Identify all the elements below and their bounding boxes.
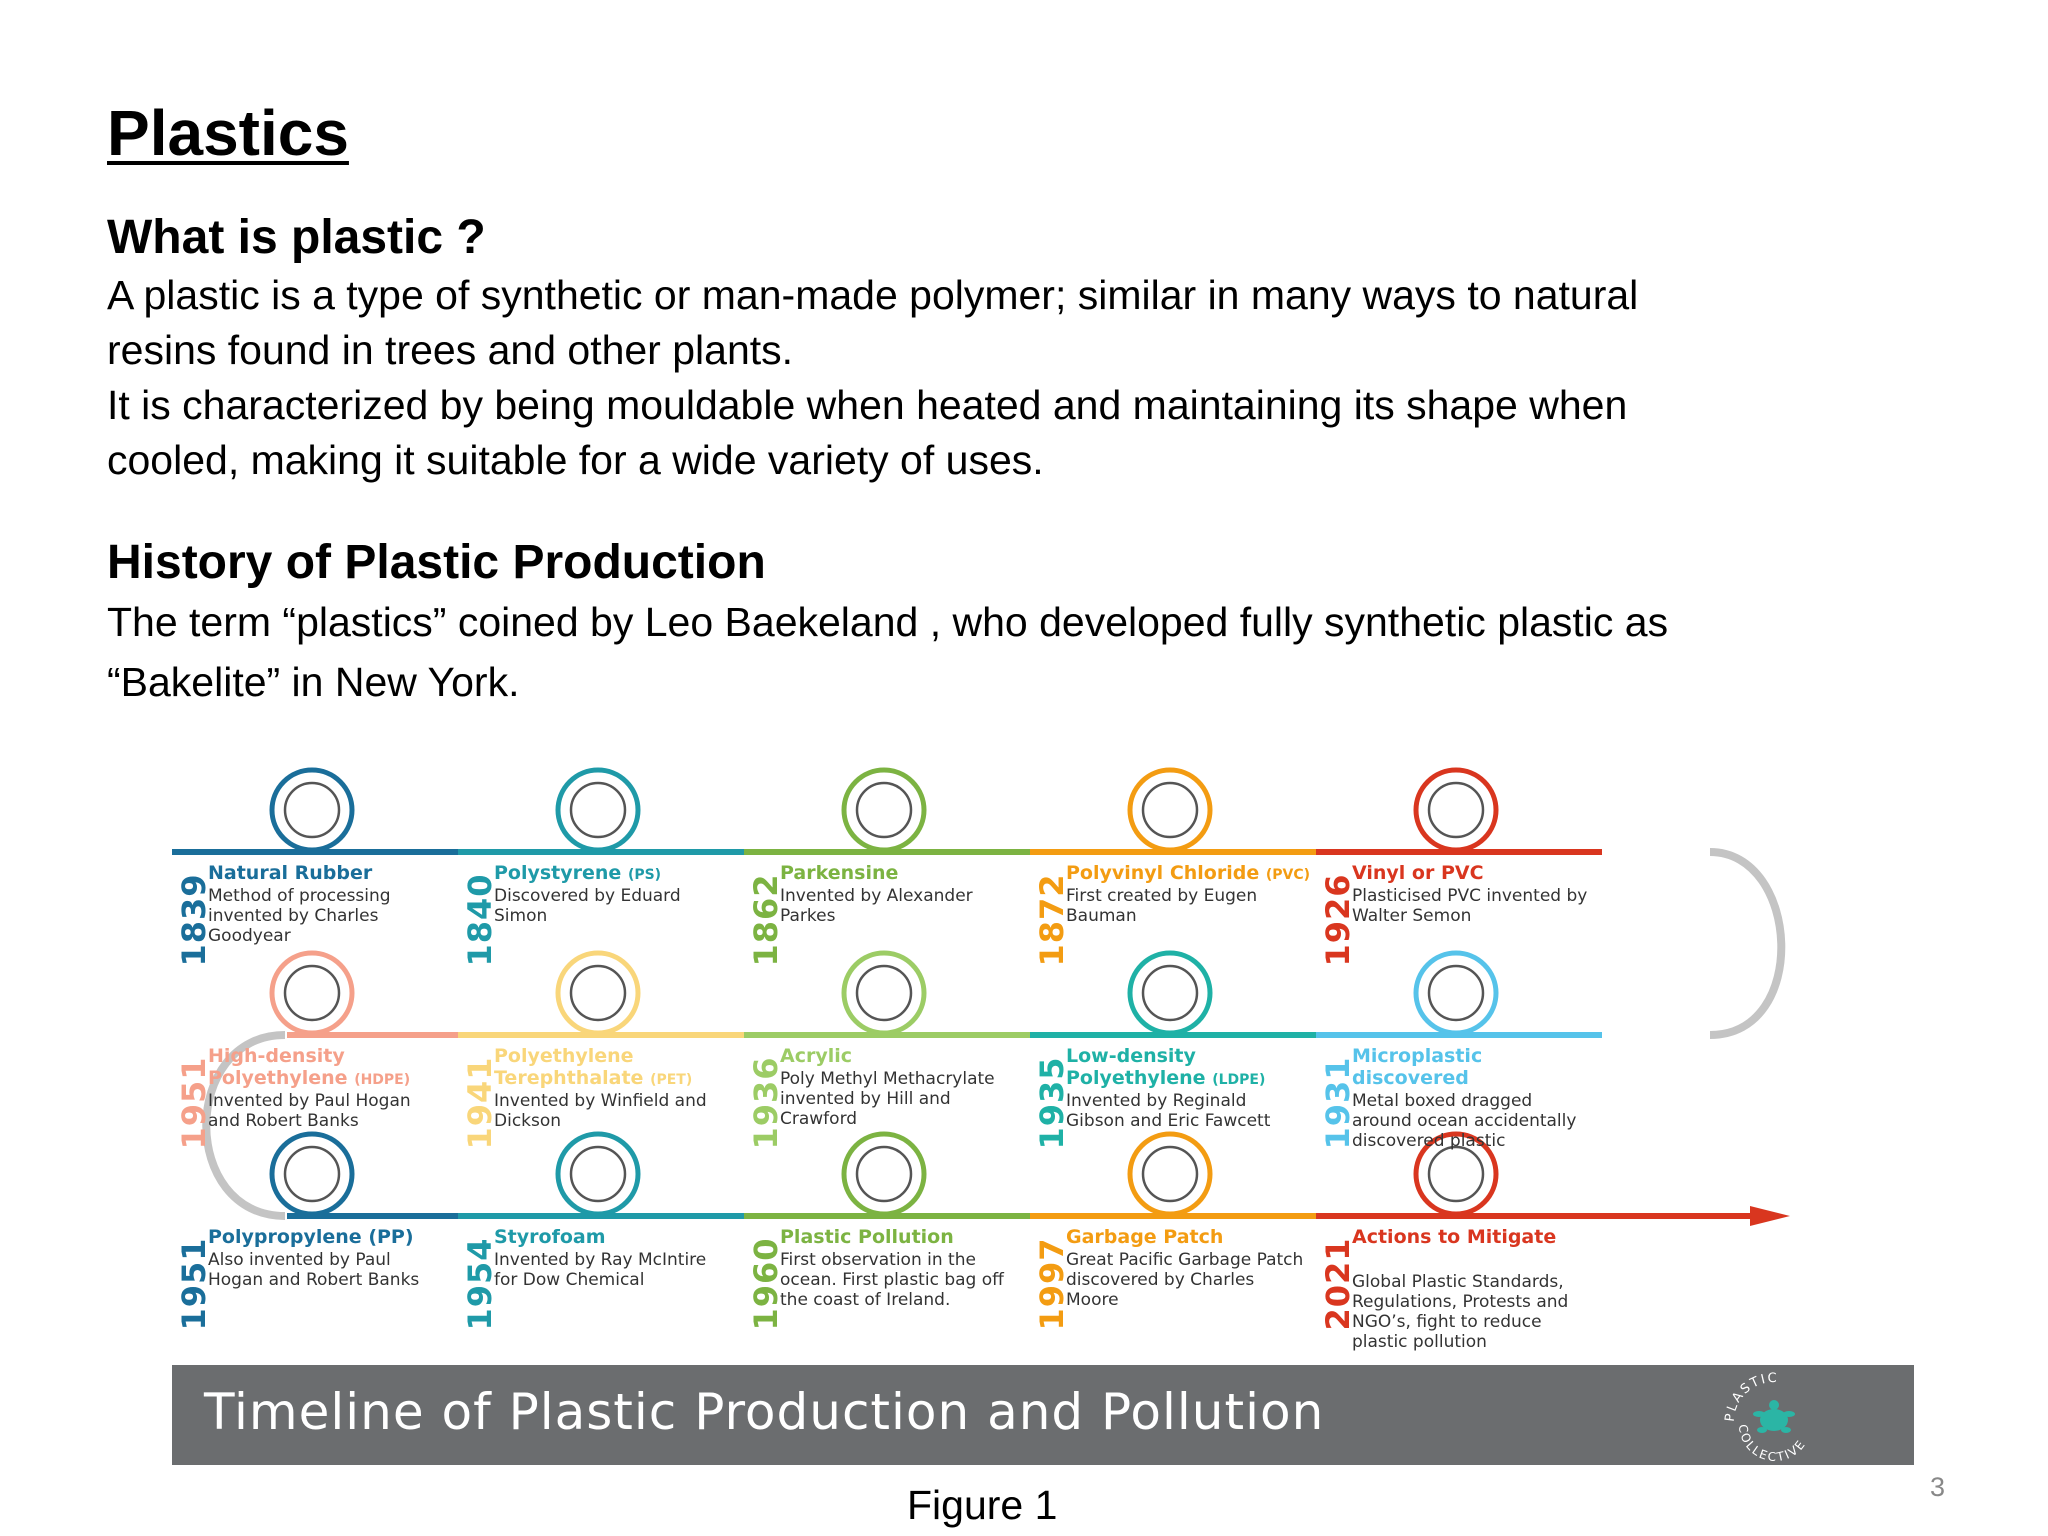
plastic-collective-logo: PLASTIC COLLECTIVE	[1723, 1371, 1807, 1462]
section-heading-history: History of Plastic Production	[107, 536, 766, 589]
timeline-event-description: Plasticised PVC invented by Walter Semon	[1352, 886, 1588, 926]
timeline-event-title: Natural Rubber	[208, 862, 373, 884]
timeline-event-description: Invented by Winfield and Dickson	[494, 1091, 707, 1131]
timeline-event-title: Actions to Mitigate	[1352, 1226, 1557, 1248]
recycle-pp-icon	[269, 1131, 355, 1217]
recycle-ldpe-icon	[1127, 950, 1213, 1036]
timeline-arrowhead	[1750, 1206, 1790, 1226]
timeline-event-title: Vinyl or PVC	[1352, 862, 1484, 884]
tire-icon	[269, 767, 355, 853]
figure-caption: Figure 1	[907, 1482, 1058, 1528]
recycle-pete-icon	[555, 950, 641, 1036]
recycle-hdpe-icon	[269, 950, 355, 1036]
history-paragraph: The term “plastics” coined by Leo Baekel…	[107, 592, 1927, 712]
page-title: Plastics	[107, 97, 349, 169]
tire-icon-glyph	[283, 781, 341, 839]
timeline-event-description: Metal boxed dragged around ocean acciden…	[1352, 1091, 1577, 1151]
recycle-ldpe-icon-glyph	[1141, 964, 1199, 1022]
recycle-pvc-icon-glyph	[1141, 781, 1199, 839]
trash-bin-icon-glyph	[855, 1145, 913, 1203]
timeline-event-title: Acrylic	[780, 1045, 853, 1067]
paragraph-line: A plastic is a type of synthetic or man-…	[107, 272, 1639, 318]
recycle-hdpe-icon-glyph	[283, 964, 341, 1022]
paragraph-line: The term “plastics” coined by Leo Baekel…	[107, 599, 1669, 645]
cup-icon-glyph	[569, 1145, 627, 1203]
timeline-event-description: Method of processing invented by Charles…	[208, 886, 391, 946]
recycle-pvc-icon	[1127, 767, 1213, 853]
timeline-banner: Timeline of Plastic Production and Pollu…	[172, 1365, 1914, 1465]
timeline-connector-right	[1709, 848, 1786, 1039]
recycle-pp-icon-glyph	[283, 1145, 341, 1203]
trash-bin-icon	[841, 1131, 927, 1217]
timeline-event-description: Invented by Alexander Parkes	[780, 886, 973, 926]
cup-icon	[555, 1131, 641, 1217]
timeline-event-description: Great Pacific Garbage Patch discovered b…	[1066, 1250, 1304, 1310]
timeline-event-title: Plastic Pollution	[780, 1226, 954, 1248]
nails-icon-glyph	[855, 964, 913, 1022]
timeline-event-description: Discovered by Eduard Simon	[494, 886, 681, 926]
banner-title: Timeline of Plastic Production and Pollu…	[204, 1383, 1325, 1441]
timeline-event-description: Global Plastic Standards, Regulations, P…	[1352, 1272, 1569, 1352]
timeline-event-title: Microplastic discovered	[1352, 1045, 1483, 1089]
wave-icon	[1413, 950, 1499, 1036]
section-heading-what-is-plastic: What is plastic ?	[107, 211, 486, 264]
wave-icon-glyph	[1427, 964, 1485, 1022]
timeline-event-title: Polystyrene (PS)	[494, 862, 662, 884]
recycle-pete-icon-glyph	[569, 964, 627, 1022]
timeline-event-title: Polyvinyl Chloride (PVC)	[1066, 862, 1311, 884]
comb-icon-glyph	[855, 781, 913, 839]
timeline-event-description: Also invented by Paul Hogan and Robert B…	[208, 1250, 420, 1290]
timeline-event-title: Garbage Patch	[1066, 1226, 1224, 1248]
paragraph-line: It is characterized by being mouldable w…	[107, 382, 1628, 428]
what-is-plastic-paragraph: A plastic is a type of synthetic or man-…	[107, 268, 1927, 488]
pipes-icon	[1413, 767, 1499, 853]
paragraph-line: “Bakelite” in New York.	[107, 659, 520, 705]
timeline-event-title: Polypropylene (PP)	[208, 1226, 414, 1248]
garbage-icon	[1127, 1131, 1213, 1217]
timeline-event-title: Parkensine	[780, 862, 899, 884]
timeline-event-abbr: (PS)	[627, 867, 662, 883]
recycle-ps-icon-glyph	[569, 781, 627, 839]
timeline-event-description: Invented by Paul Hogan and Robert Banks	[208, 1091, 411, 1131]
timeline-track	[172, 767, 1790, 1226]
no-plastic-icon-glyph	[1427, 1145, 1485, 1203]
timeline-event-description: Invented by Ray McIntire for Dow Chemica…	[494, 1250, 707, 1290]
nails-icon	[841, 950, 927, 1036]
page-number: 3	[1930, 1472, 1946, 1502]
timeline-event-abbr: (LDPE)	[1212, 1072, 1266, 1088]
paragraph-line: cooled, making it suitable for a wide va…	[107, 437, 1044, 483]
paragraph-line: resins found in trees and other plants.	[107, 327, 794, 373]
timeline-event-description: First created by Eugen Bauman	[1066, 886, 1258, 926]
timeline-connector-left	[202, 1031, 286, 1220]
timeline-event-title: Styrofoam	[494, 1226, 606, 1248]
comb-icon	[841, 767, 927, 853]
timeline-event-title: Polyethylene Terephthalate (PET)	[494, 1045, 693, 1089]
recycle-ps-icon	[555, 767, 641, 853]
pipes-icon-glyph	[1427, 781, 1485, 839]
timeline-event-title: High-density Polyethylene (HDPE)	[208, 1045, 411, 1089]
timeline-event-title: Low-density Polyethylene (LDPE)	[1066, 1045, 1266, 1089]
timeline-event-abbr: (HDPE)	[354, 1072, 411, 1088]
no-plastic-icon	[1413, 1131, 1499, 1217]
timeline-event-abbr: (PVC)	[1265, 867, 1311, 883]
timeline-event-description: Invented by Reginald Gibson and Eric Faw…	[1066, 1091, 1271, 1131]
timeline-event-description: First observation in the ocean. First pl…	[780, 1250, 1004, 1310]
garbage-icon-glyph	[1141, 1145, 1199, 1203]
timeline-event-abbr: (PET)	[650, 1072, 693, 1088]
timeline-event-description: Poly Methyl Methacrylate invented by Hil…	[780, 1069, 995, 1129]
